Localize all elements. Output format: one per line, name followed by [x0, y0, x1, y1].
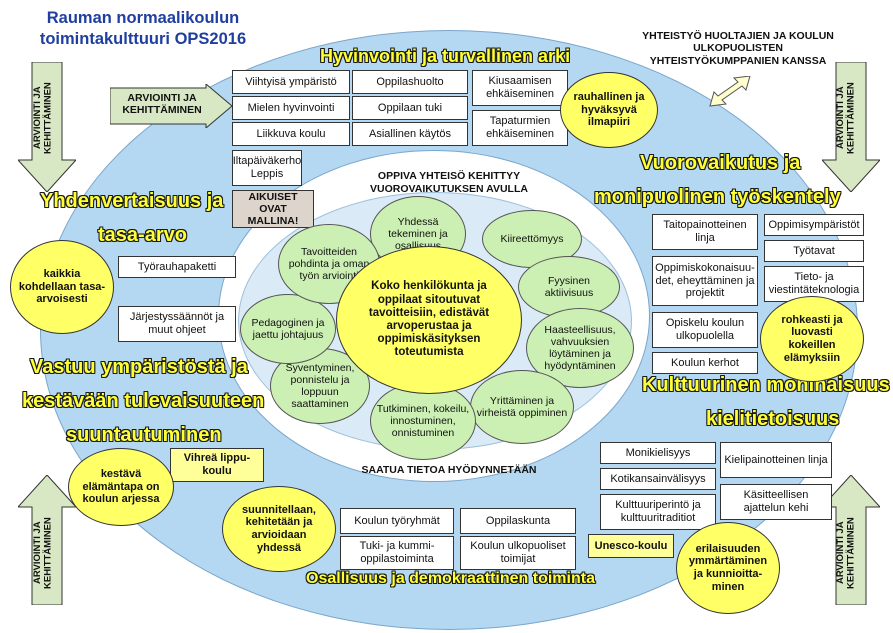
arrow-up-left-bottom	[18, 475, 76, 605]
interaction-box: Opiskelu koulun ulkopuolella	[652, 312, 758, 348]
cooperation-line-2: ULKOPUOLISTEN	[693, 42, 783, 55]
role-model-box: AIKUISET OVAT MALLINA!	[232, 190, 314, 228]
inner-heading-top-line-1: OPPIVA YHTEISÖ KEHITTYY	[377, 170, 521, 182]
interaction-box: Koulun kerhot	[652, 352, 758, 374]
arrow-label-left-bottom: ARVIOINTI JA KEHITTÄMINEN	[32, 517, 54, 589]
theme-environment-line-3: suuntautuminen	[66, 424, 222, 446]
page-title-line-1: Rauman normaalikoulun	[46, 9, 240, 27]
green-flag-box: Vihreä lippu-koulu	[170, 448, 264, 482]
wellbeing-box: Liikkuva koulu	[232, 122, 350, 146]
equality-box: Työrauhapaketti	[118, 256, 236, 278]
page-title-line-2: toimintakulttuuri OPS2016	[39, 29, 247, 48]
oval-plan-together: suunnitellaan, kehitetään ja arvioidaan …	[222, 486, 336, 572]
inner-heading-bottom: SAATUA TIETOA HYÖDYNNETÄÄN	[361, 464, 537, 476]
oval-sustainable: kestävä elämäntapa on koulun arjessa	[68, 448, 174, 526]
wellbeing-box: Viihtyisä ympäristö	[232, 70, 350, 94]
cooperation-text: YHTEISTYÖ HUOLTAJIEN JA KOULUN ULKOPUOLI…	[618, 30, 858, 67]
culture-box: Kotikansainvälisyys	[600, 468, 716, 490]
wellbeing-box: Oppilashuolto	[352, 70, 468, 94]
petal: Pedagoginen ja jaettu johtajuus	[240, 294, 336, 364]
petal: Fyysinen aktiivisuus	[518, 256, 620, 318]
arrow-right-label-line-2: KEHITTÄMINEN	[122, 104, 202, 117]
arrow-right-label: ARVIOINTI JA KEHITTÄMINEN	[112, 92, 212, 116]
interaction-box: Taitopainotteinen linja	[652, 214, 758, 250]
arrow-down-right-top	[822, 62, 880, 192]
oval-calm-atmosphere: rauhallinen ja hyväksyvä ilmapiiri	[560, 72, 658, 148]
inner-heading-top: OPPIVA YHTEISÖ KEHITTYY VUOROVAIKUTUKSEN…	[344, 170, 554, 195]
culture-box: Kulttuuriperintö ja kulttuuritraditiot	[600, 494, 716, 530]
theme-culture-line-1: Kulttuurinen moninaisuus ja	[642, 374, 893, 396]
arrow-right-label-line-1: ARVIOINTI JA	[127, 92, 197, 104]
theme-equality-line-2: tasa-arvo	[98, 224, 187, 246]
theme-environment-line-1: Vastuu ympäristöstä ja	[30, 356, 248, 378]
wellbeing-box: Kiusaamisen ehkäiseminen	[472, 70, 568, 106]
equality-box: Järjestyssäännöt ja muut ohjeet	[118, 306, 236, 342]
participation-box: Tuki- ja kummi-oppilastoiminta	[340, 536, 454, 570]
interaction-box: Tieto- ja viestintäteknologia	[764, 266, 864, 302]
double-arrow-diagonal	[709, 76, 751, 107]
unesco-box: Unesco-koulu	[588, 534, 674, 558]
culture-box: Käsitteellisen ajattelun kehi	[720, 484, 832, 520]
theme-equality-line-1: Yhdenvertaisuus ja	[40, 190, 224, 212]
wellbeing-box: Oppilaan tuki	[352, 96, 468, 120]
interaction-box: Työtavat	[764, 240, 864, 262]
wellbeing-box: Asiallinen käytös	[352, 122, 468, 146]
arrow-label-left-top: ARVIOINTI JA KEHITTÄMINEN	[32, 82, 54, 154]
culture-box: Kielipainotteinen linja	[720, 442, 832, 478]
petal: Tutkiminen, kokeilu, innostuminen, onnis…	[370, 382, 476, 460]
theme-environment-line-2: kestävään tulevaisuuteen	[22, 390, 265, 412]
theme-participation: Osallisuus ja demokraattinen toiminta	[306, 570, 595, 587]
cooperation-line-3: YHTEISTYÖKUMPPANIEN KANSSA	[649, 54, 827, 67]
wellbeing-box: Mielen hyvinvointi	[232, 96, 350, 120]
wellbeing-box: Tapaturmien ehkäiseminen	[472, 110, 568, 146]
inner-heading-top-line-2: VUOROVAIKUTUKSEN AVULLA	[370, 182, 528, 195]
page-title: Rauman normaalikoulun toimintakulttuuri …	[8, 8, 278, 49]
oval-equal-treatment: kaikkia kohdellaan tasa-arvoisesti	[10, 240, 114, 334]
theme-interaction-line-2: monipuolinen työskentely	[594, 186, 841, 208]
interaction-box: Oppimiskokonaisuu-det, eheyttäminen ja p…	[652, 256, 758, 306]
theme-interaction-line-1: Vuorovaikutus ja	[640, 152, 801, 174]
arrow-label-right-bottom: ARVIOINTI JA KEHITTÄMINEN	[835, 517, 857, 589]
oval-brave: rohkeasti ja luovasti kokeillen elämyksi…	[760, 296, 864, 382]
petal: Yrittäminen ja virheistä oppiminen	[470, 370, 574, 444]
interaction-box: Oppimisympäristöt	[764, 214, 864, 236]
arrow-right	[110, 84, 232, 128]
iltapaiva-box: Iltapäiväkerho Leppis	[232, 150, 302, 186]
arrow-label-right-top: ARVIOINTI JA KEHITTÄMINEN	[835, 82, 857, 154]
theme-wellbeing: Hyvinvointi ja turvallinen arki	[320, 46, 571, 66]
participation-box: Koulun ulkopuoliset toimijat	[460, 536, 576, 570]
theme-culture-line-2: kielitietoisuus	[706, 408, 840, 430]
participation-box: Oppilaskunta	[460, 508, 576, 534]
cooperation-line-1: YHTEISTYÖ HUOLTAJIEN JA KOULUN	[642, 30, 834, 42]
culture-box: Monikielisyys	[600, 442, 716, 464]
participation-box: Koulun työryhmät	[340, 508, 454, 534]
oval-diversity: erilaisuuden ymmärtäminen ja kunnioitta-…	[676, 522, 780, 614]
arrow-down-left-top	[18, 62, 76, 192]
center-oval: Koko henkilökunta ja oppilaat sitoutuvat…	[336, 246, 522, 394]
